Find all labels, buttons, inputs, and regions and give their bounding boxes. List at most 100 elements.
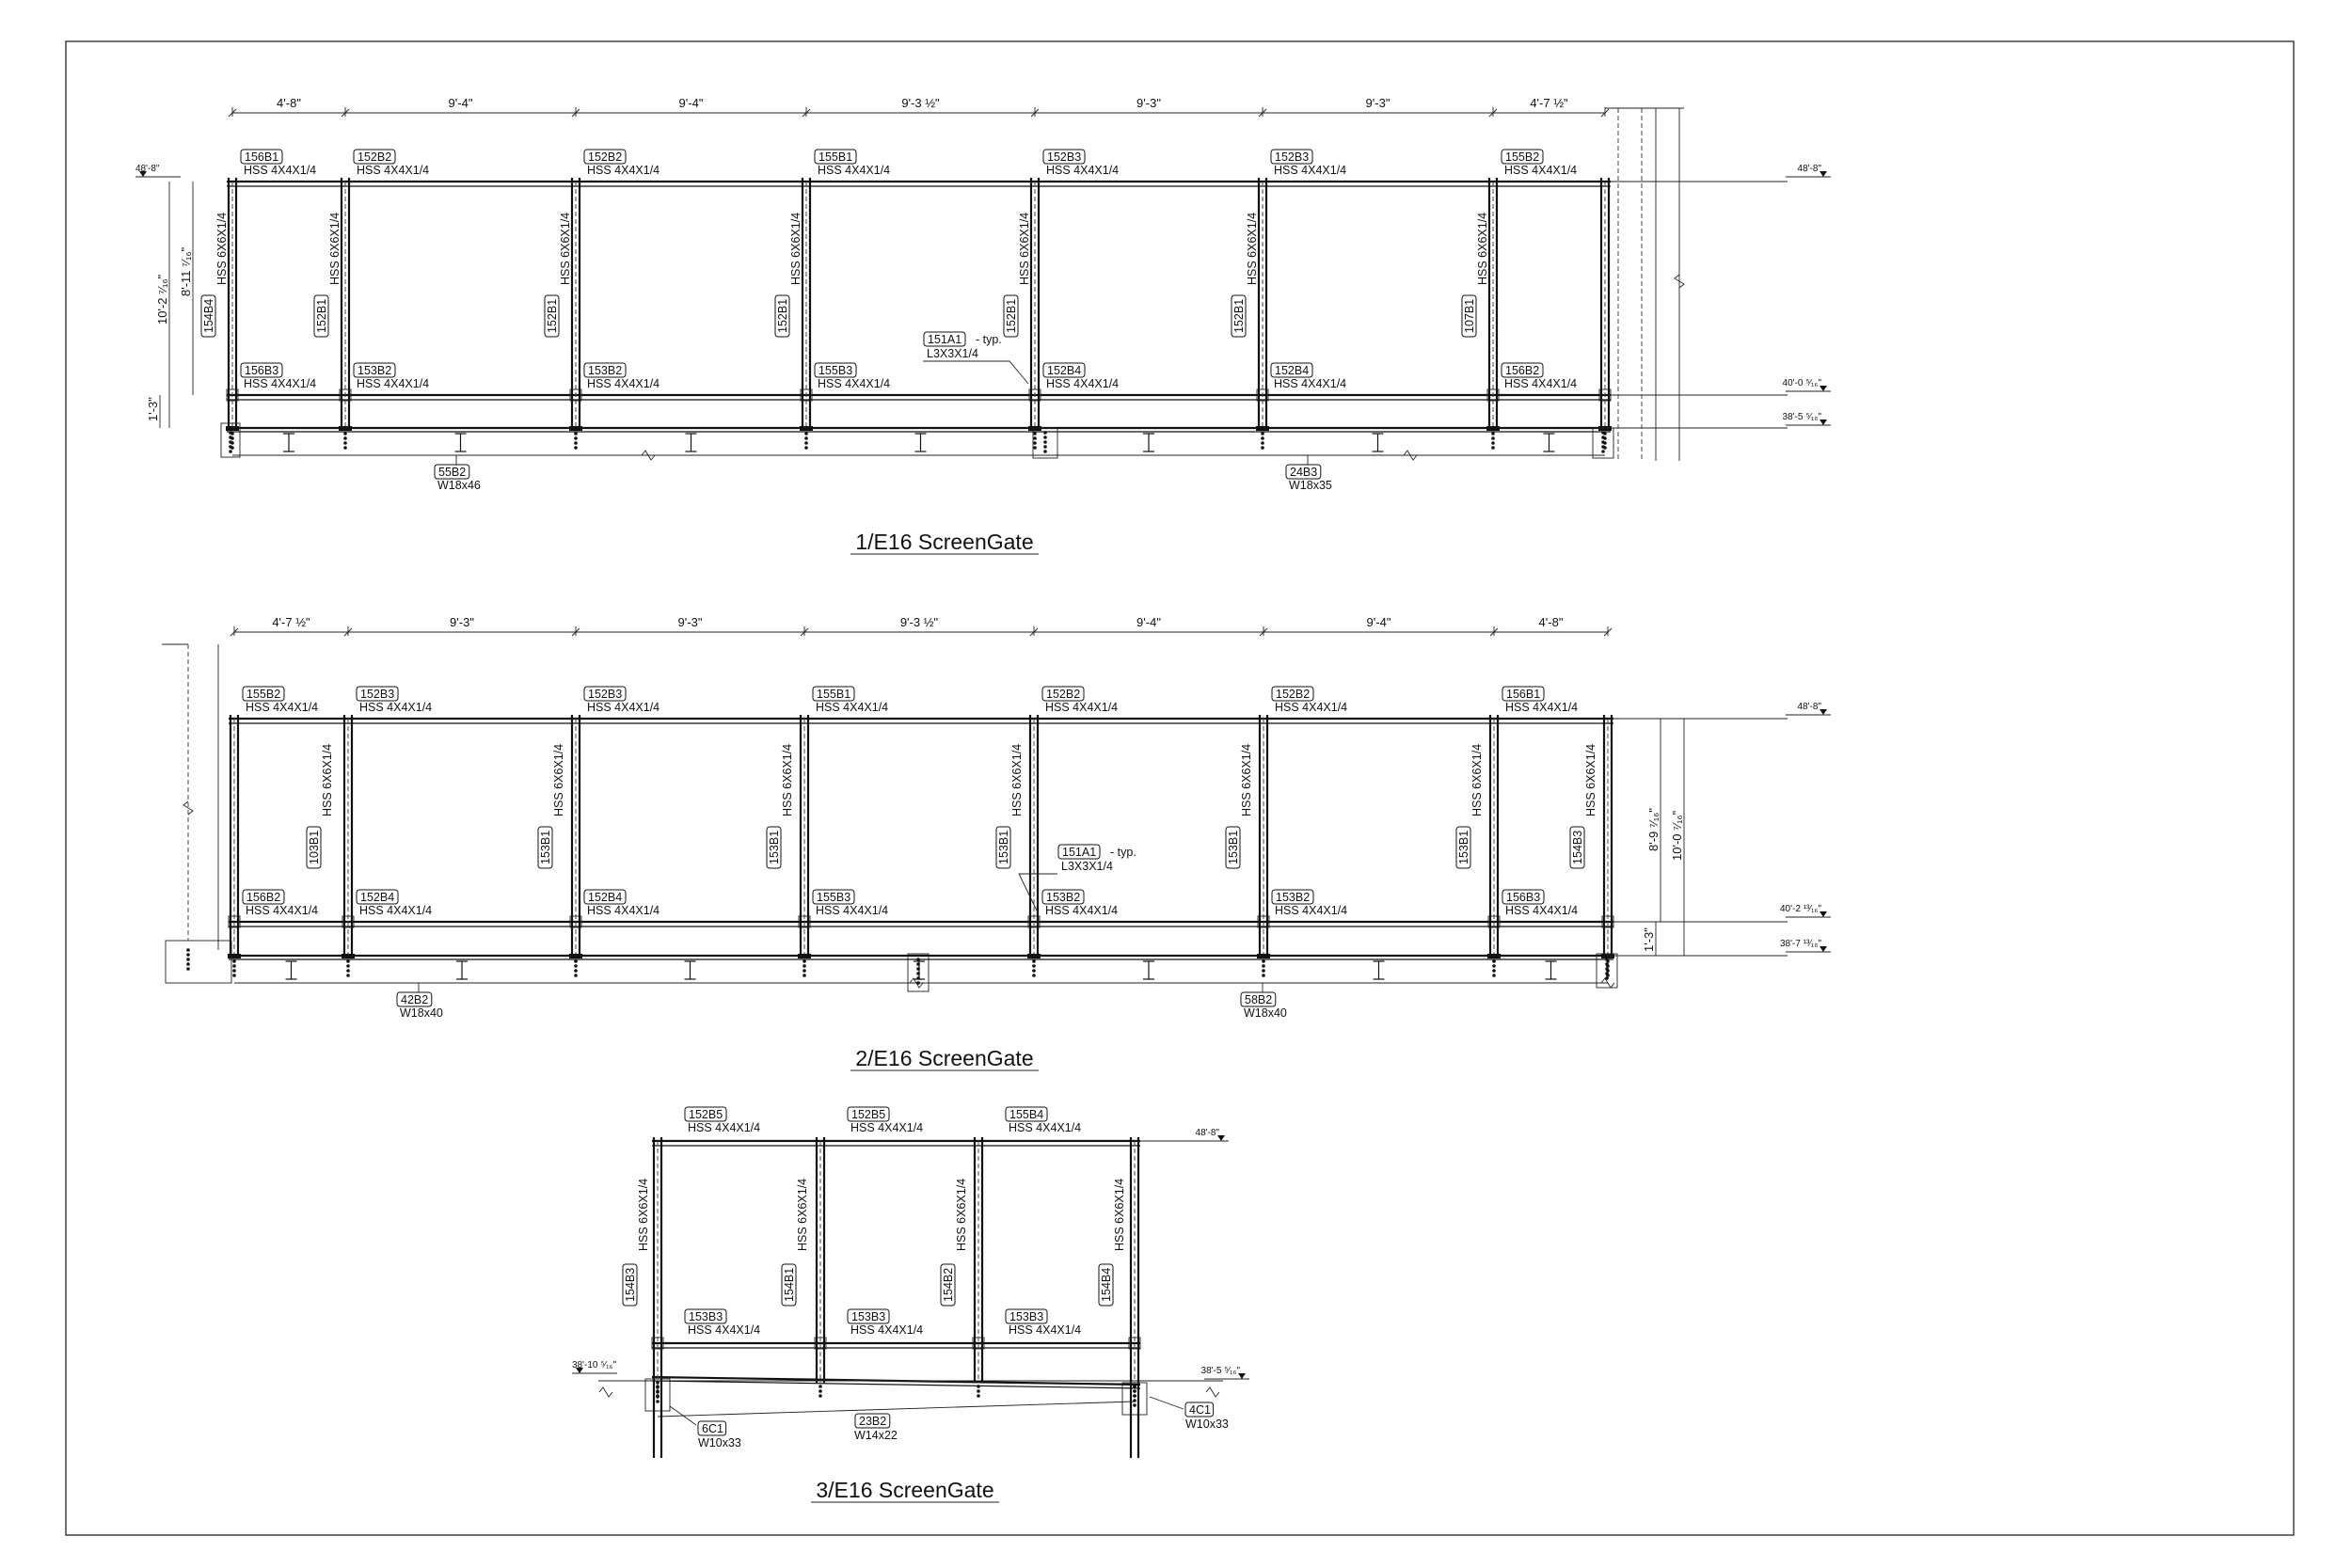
column-bolt: [1133, 1385, 1136, 1388]
beam-mark: 42B2: [401, 993, 428, 1006]
column-size: HSS 6X6X1/4: [1010, 744, 1024, 816]
top-member-size: HSS 4X4X1/4: [357, 164, 429, 177]
beam-size: W18x35: [1289, 479, 1332, 492]
top-member-mark-box: [353, 149, 396, 165]
mid-member-mark-box: [242, 889, 285, 905]
column-bolt: [1133, 1403, 1136, 1407]
base-plate: [1487, 954, 1501, 958]
anchor-bolt: [804, 446, 808, 450]
column-size: HSS 6X6X1/4: [1018, 213, 1031, 285]
span-dimension: 9'-3": [1136, 96, 1161, 110]
span-dimension: 9'-4": [1136, 615, 1161, 629]
top-member-mark-box: [1502, 686, 1545, 702]
top-member-mark: 155B1: [817, 688, 850, 701]
base-plate: [226, 426, 239, 431]
anchor-bolt: [346, 969, 350, 973]
mid-member-size: HSS 4X4X1/4: [587, 904, 660, 917]
beam-mark-box: [396, 991, 433, 1007]
mid-member-size: HSS 4X4X1/4: [357, 377, 429, 390]
top-member-mark-box: [356, 686, 399, 702]
column-mark: 153B1: [997, 831, 1010, 864]
column-mark-box: [537, 826, 553, 869]
anchor-bolt: [1033, 432, 1037, 436]
anchor-bolt: [977, 1394, 980, 1398]
beam-mark-box: [854, 1413, 891, 1429]
end-bolt: [229, 436, 232, 439]
base-plate: [228, 954, 241, 958]
column-size: HSS 6X6X1/4: [637, 1179, 650, 1251]
column-size: HSS 6X6X1/4: [321, 744, 334, 816]
wall-break: [1674, 274, 1685, 289]
clip-angle: [342, 915, 355, 928]
beam-break: [1205, 1386, 1220, 1398]
anchor-bolt: [346, 974, 350, 977]
clip-angle: [228, 915, 241, 928]
base-plate: [798, 954, 811, 958]
sheet-border: [65, 40, 2295, 1536]
mid-member-mark-box: [356, 889, 399, 905]
column-size: HSS 6X6X1/4: [552, 744, 565, 816]
anchor-bolt: [1491, 436, 1495, 440]
view-title: 3/E16 ScreenGate: [816, 1478, 993, 1502]
mid-member-size: HSS 4X4X1/4: [587, 377, 660, 390]
anchor-bolt: [977, 1385, 980, 1388]
anchor-bolt: [343, 441, 347, 445]
span-dimension: 4'-8": [1539, 615, 1564, 629]
beam-break: [1403, 450, 1418, 461]
span-dimension: 9'-3 ½": [901, 96, 940, 110]
beam-size: W14x22: [854, 1429, 898, 1442]
span-dimension: 9'-3 ½": [900, 615, 939, 629]
column-base-mark-box: [1184, 1402, 1215, 1418]
column-bolt: [656, 1400, 660, 1403]
mid-member-mark-box: [1042, 362, 1086, 378]
column-mark-box: [1098, 1263, 1114, 1307]
column-size: HSS 6X6X1/4: [1113, 1179, 1126, 1251]
mid-member-mark-box: [240, 362, 283, 378]
mid-member-mark: 152B4: [588, 891, 622, 904]
clip-angle: [1486, 388, 1500, 402]
column-size: HSS 6X6X1/4: [781, 744, 794, 816]
column-base: [644, 1378, 671, 1412]
clip-angle: [1487, 915, 1501, 928]
anchor-bolt: [232, 964, 236, 968]
dimension-slash: [1029, 627, 1039, 637]
view-title: 1/E16 ScreenGate: [855, 530, 1033, 554]
anchor-bolt: [232, 969, 236, 973]
height-dimension-label: 10'-0 ⁷⁄₁₆": [1670, 810, 1684, 861]
mid-member-mark: 155B3: [818, 364, 852, 377]
level-bot-right: 38'-7 ¹³⁄₁₆": [1780, 939, 1821, 949]
column-mark: 154B4: [202, 299, 215, 333]
column-mark: 153B1: [1227, 831, 1240, 864]
end-bolt: [229, 426, 232, 430]
end-bolt: [1601, 440, 1605, 444]
top-member-size: HSS 4X4X1/4: [688, 1121, 760, 1134]
column-size: HSS 6X6X1/4: [789, 213, 803, 285]
mid-member-mark: 152B4: [360, 891, 394, 904]
column-mark-box: [940, 1263, 956, 1307]
top-member-mark-box: [583, 149, 627, 165]
column-base-size: W10x33: [1185, 1418, 1229, 1431]
column-size: HSS 6X6X1/4: [328, 213, 342, 285]
column-mark-box: [774, 294, 790, 338]
end-plate: [220, 422, 241, 458]
column-size: HSS 6X6X1/4: [796, 1179, 809, 1251]
mid-member-mark: 153B2: [588, 364, 622, 377]
level-bot-right-arrow: [1820, 946, 1827, 952]
elevation-view-1: 4'-8"9'-4"9'-4"9'-3 ½"9'-3"9'-3"4'-7 ½"1…: [135, 96, 1831, 555]
end-bolt: [1601, 445, 1605, 449]
column-mark-box: [1231, 294, 1247, 338]
top-member-mark-box: [1042, 149, 1086, 165]
splice-bolt: [916, 958, 920, 961]
end-plate: [1592, 427, 1614, 459]
column-mark-box: [1569, 826, 1585, 869]
dimension-slash: [1603, 627, 1613, 637]
base-plate: [1027, 954, 1041, 958]
column-mark: 153B1: [1457, 831, 1470, 864]
level-top-right-arrow: [1820, 171, 1827, 177]
column-base-size: W10x33: [698, 1436, 741, 1449]
anchor-bolt: [574, 964, 578, 968]
column-mark-box: [1225, 826, 1241, 869]
column-mark-box: [781, 1263, 797, 1307]
column-mark: 152B1: [1005, 299, 1018, 333]
mid-member-mark-box: [812, 889, 855, 905]
